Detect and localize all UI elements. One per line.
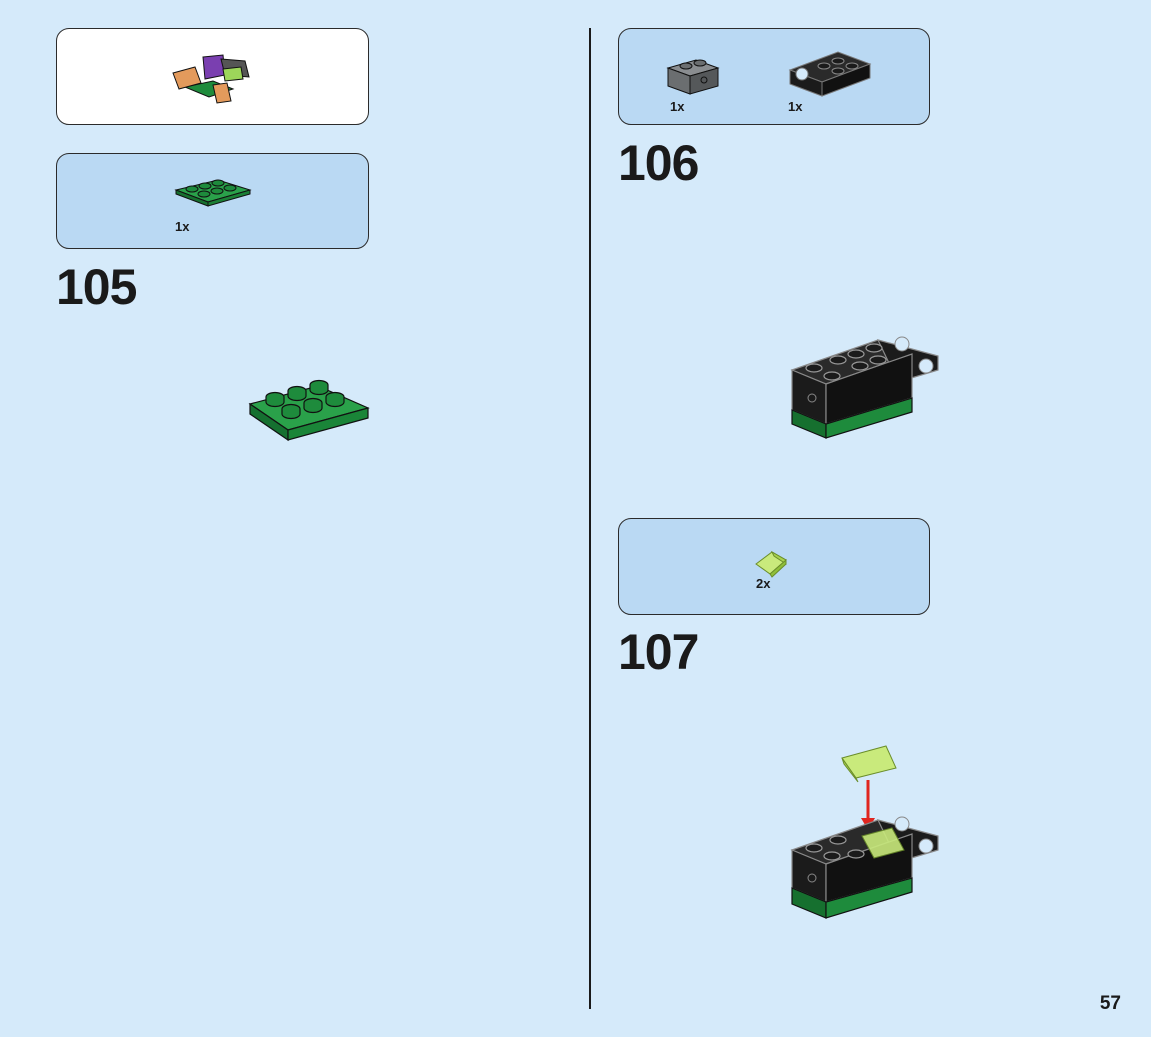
page-number: 57 [1099,993,1121,1014]
step-106-part-2-qty: 1x [788,99,803,114]
step-105-part-qty: 1x [175,219,190,234]
step-105-number: 105 [56,259,137,315]
step-106-parts-list [618,28,930,125]
submodel-preview-image [172,54,250,104]
step-106-assembly-image [790,336,939,439]
column-divider [589,28,591,1009]
step-106-number: 106 [618,135,699,191]
green-plate-2x3-part-icon [174,179,252,207]
step-105-assembly-image [248,379,370,442]
black-technic-clip-part-icon [788,51,872,97]
trans-green-slope-part-icon [755,550,787,578]
step-107-number: 107 [618,624,699,680]
step-106-part-1-qty: 1x [670,99,685,114]
gray-technic-brick-part-icon [666,59,720,95]
step-107-part-qty: 2x [756,576,771,591]
step-107-assembly-image [790,745,939,919]
